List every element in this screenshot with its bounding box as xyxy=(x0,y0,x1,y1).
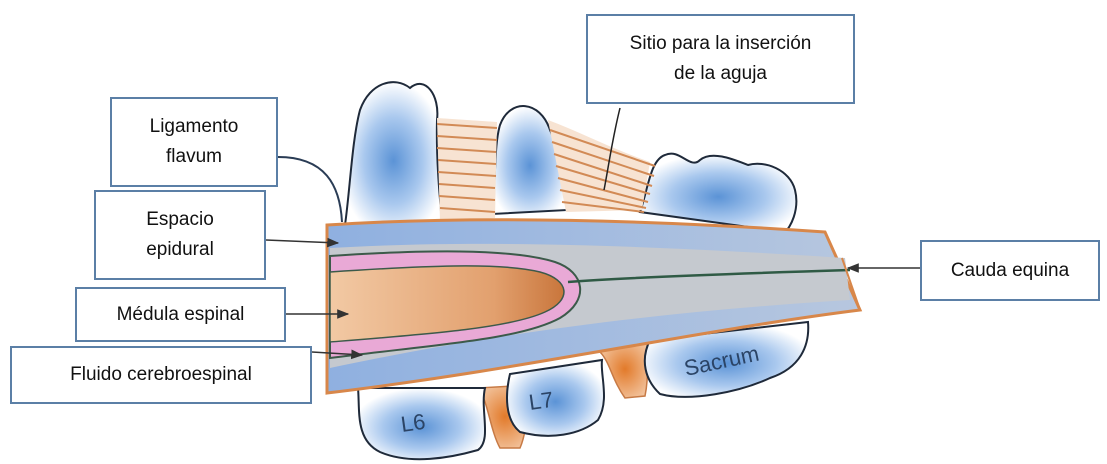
callout-epidural-line1: Espacio xyxy=(146,205,214,235)
callout-cauda-equina: Cauda equina xyxy=(920,240,1100,301)
callout-needle-site: Sitio para la inserción de la aguja xyxy=(586,14,855,104)
vertebra-label-l6: L6 xyxy=(399,409,427,437)
callout-fluido-cerebroespinal: Fluido cerebroespinal xyxy=(10,346,312,404)
vertebra-l7 xyxy=(507,360,604,436)
callout-flavum-line1: Ligamento xyxy=(150,112,239,142)
vertebra-label-l7: L7 xyxy=(527,387,555,415)
callout-medula-text: Médula espinal xyxy=(117,300,245,330)
callout-ligamento-flavum: Ligamento flavum xyxy=(110,97,278,187)
callout-needle-site-line1: Sitio para la inserción xyxy=(630,29,812,59)
callout-medula-espinal: Médula espinal xyxy=(75,287,286,342)
callout-epidural-line2: epidural xyxy=(146,235,214,265)
spinous-process-1 xyxy=(345,82,442,225)
callout-csf-text: Fluido cerebroespinal xyxy=(70,360,252,390)
callout-espacio-epidural: Espacio epidural xyxy=(94,190,266,280)
callout-flavum-line2: flavum xyxy=(166,142,222,172)
callout-cauda-text: Cauda equina xyxy=(951,256,1069,286)
spinous-process-3 xyxy=(640,154,796,232)
leader-flavum xyxy=(278,157,342,222)
callout-needle-site-line2: de la aguja xyxy=(674,59,767,89)
